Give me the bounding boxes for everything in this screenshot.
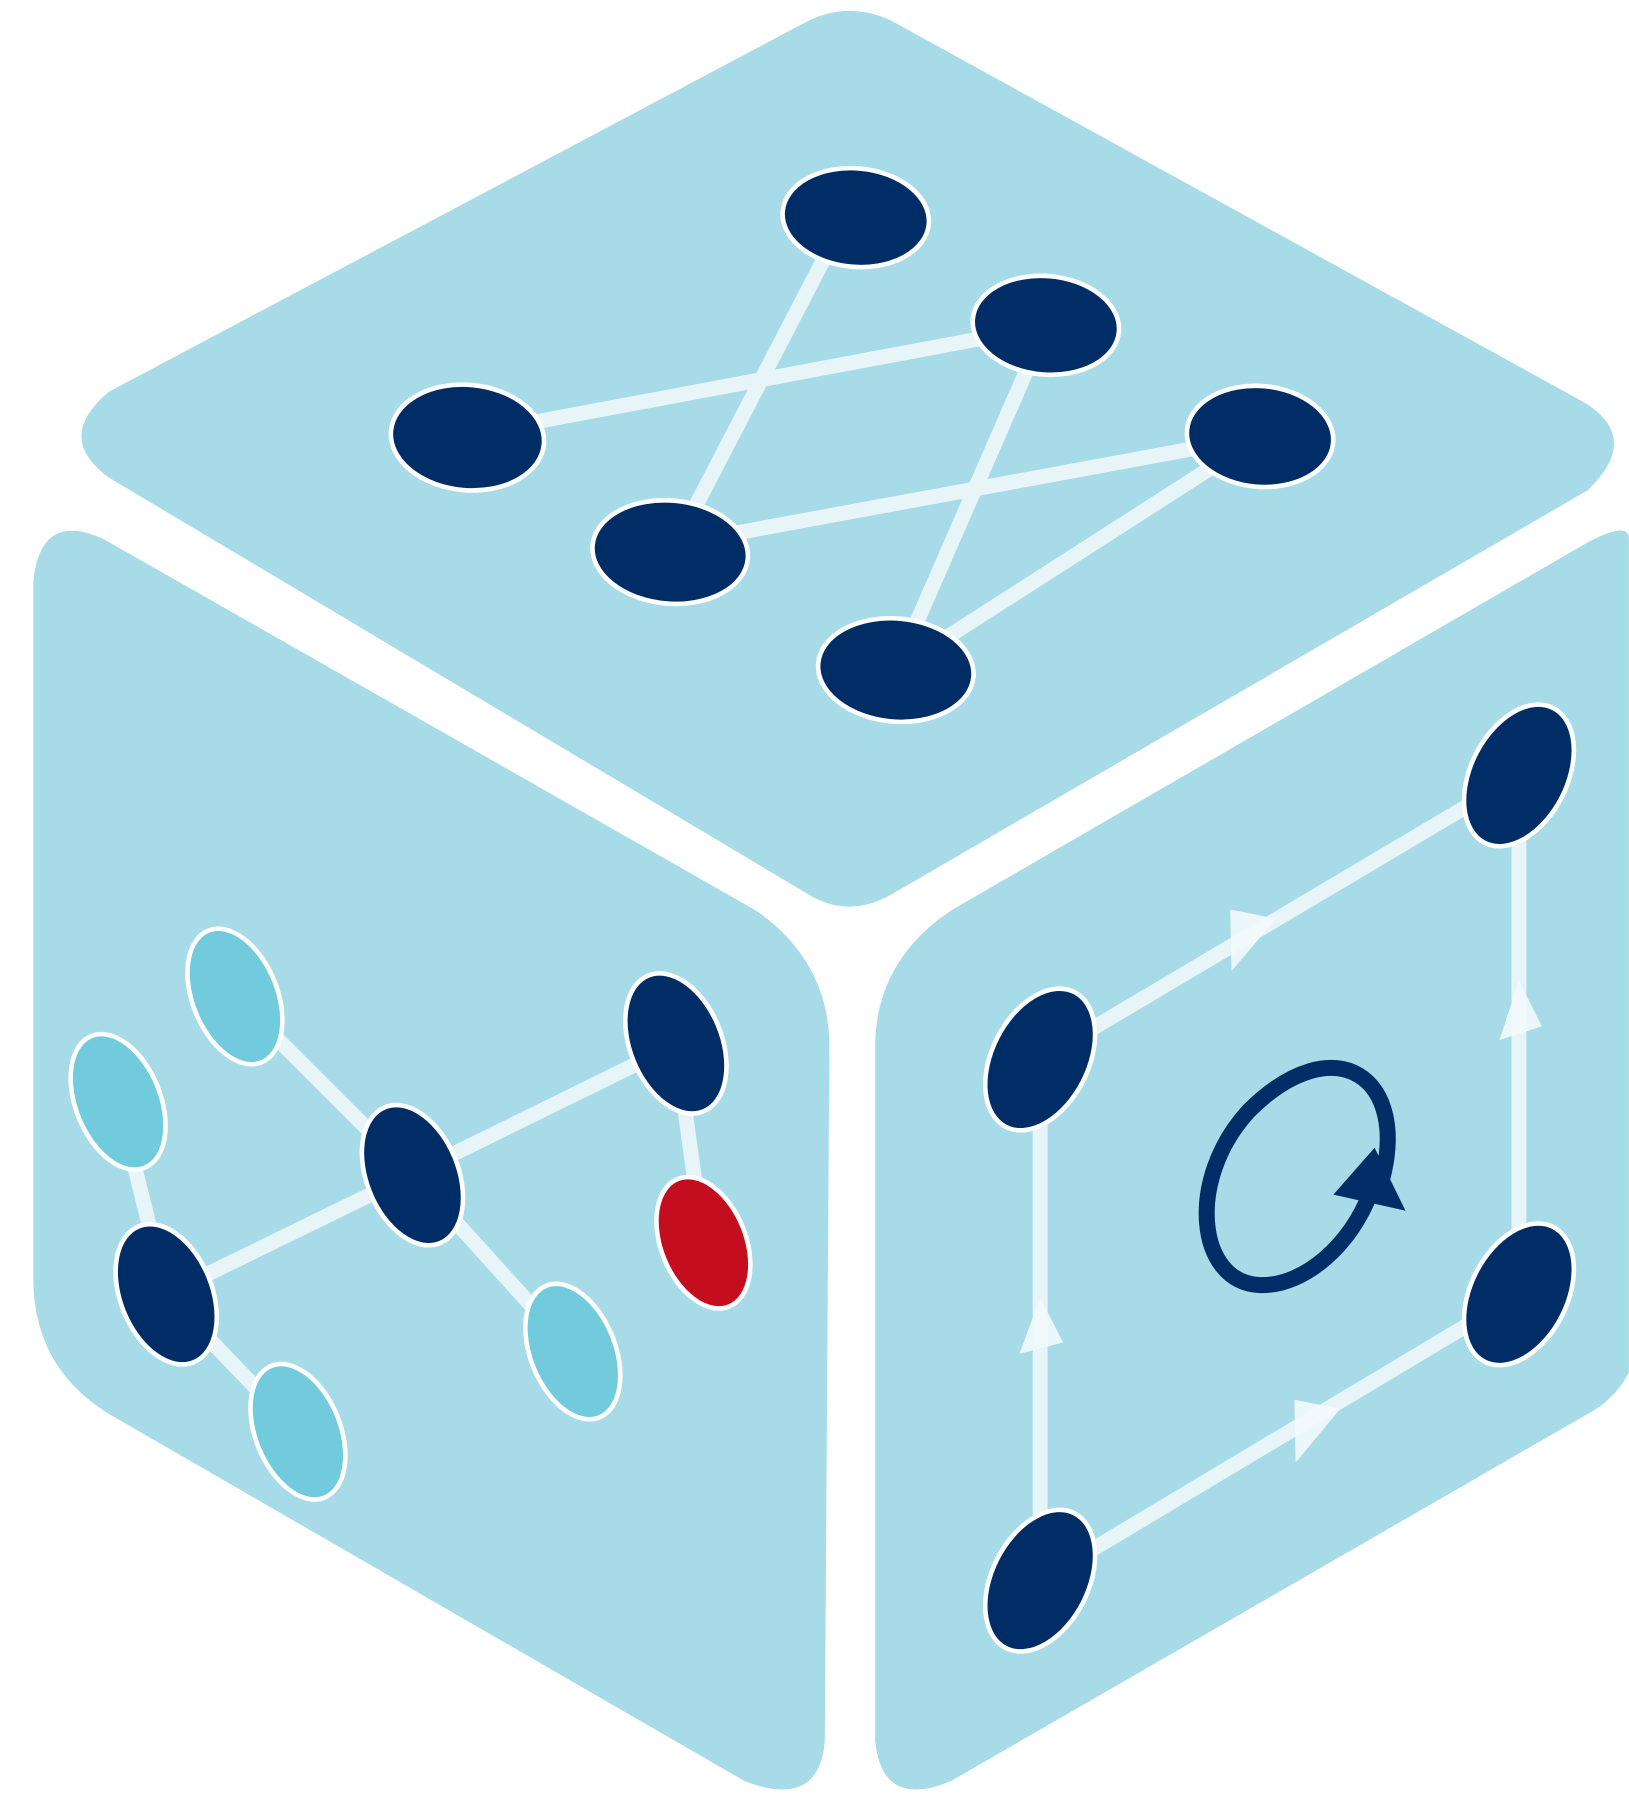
cube-faces	[33, 11, 1629, 1790]
